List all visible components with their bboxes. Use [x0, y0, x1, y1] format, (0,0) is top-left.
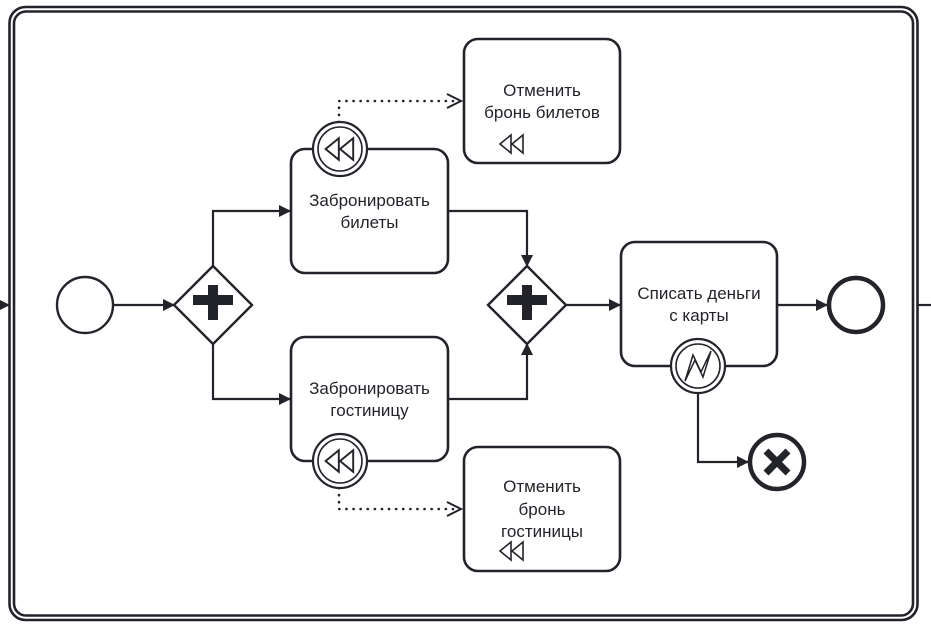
- task-label: Забронировать: [309, 379, 430, 398]
- plus-icon: [193, 285, 233, 320]
- task-label: бронь: [519, 500, 566, 519]
- task-label: билеты: [340, 213, 398, 232]
- task-cancel-hotel[interactable]: Отменить бронь гостиницы: [462, 445, 622, 573]
- association-arrowhead: [446, 93, 464, 109]
- transaction-subprocess[interactable]: [8, 5, 919, 622]
- task-cancel-tickets[interactable]: Отменить бронь билетов: [462, 37, 622, 165]
- task-label: Отменить: [503, 81, 581, 100]
- task-book-hotel[interactable]: Забронировать гостиницу: [289, 335, 450, 463]
- task-label: бронь билетов: [484, 103, 600, 122]
- task-label: Забронировать: [309, 191, 430, 210]
- flow-split-to-book-tickets[interactable]: [211, 205, 291, 266]
- task-charge-card[interactable]: Списать деньги с карты: [619, 240, 779, 368]
- cancel-x-icon: [763, 448, 791, 476]
- association-comp-tickets[interactable]: [337, 99, 463, 124]
- task-label: с карты: [669, 306, 729, 325]
- parallel-gateway-split[interactable]: [172, 264, 254, 346]
- task-book-tickets[interactable]: Забронировать билеты: [289, 147, 450, 275]
- task-label: гостиницу: [330, 401, 409, 420]
- task-label: Отменить: [503, 477, 581, 496]
- flow-book-tickets-to-join[interactable]: [448, 209, 533, 267]
- task-label: Списать деньги: [637, 284, 760, 303]
- flow-book-hotel-to-join[interactable]: [448, 343, 533, 401]
- end-event[interactable]: [826, 275, 886, 335]
- plus-icon: [507, 285, 547, 320]
- flow-split-to-book-hotel[interactable]: [211, 344, 291, 405]
- parallel-gateway-join[interactable]: [486, 264, 568, 346]
- error-boundary-event[interactable]: [669, 337, 727, 395]
- flow-error-to-cancel-end[interactable]: [696, 393, 749, 468]
- compensation-boundary-event-hotel[interactable]: [311, 432, 369, 490]
- compensation-boundary-event-tickets[interactable]: [311, 120, 369, 178]
- association-comp-hotel[interactable]: [337, 486, 463, 511]
- association-arrowhead: [446, 501, 464, 517]
- start-event[interactable]: [55, 275, 115, 335]
- error-lightning-icon: [684, 350, 712, 382]
- cancel-end-event[interactable]: [747, 432, 807, 492]
- task-label: гостиницы: [501, 522, 583, 541]
